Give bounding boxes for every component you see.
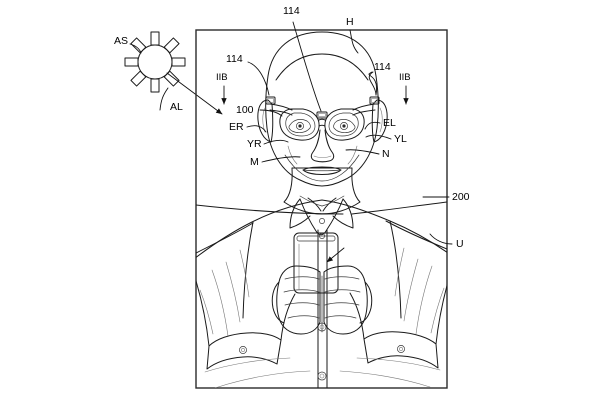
label-el: EL (383, 117, 396, 129)
label-as: AS (114, 35, 128, 47)
sensor-hinge-right (265, 96, 276, 105)
hand-left (323, 265, 373, 335)
leader-lines (246, 21, 453, 245)
label-h: H (346, 16, 354, 28)
sensor-hinge-left (369, 96, 380, 105)
head (265, 31, 379, 187)
torso-shirt (196, 197, 447, 388)
hand-right (271, 265, 321, 335)
label-al: AL (170, 101, 183, 113)
sensor-bridge-center (316, 111, 328, 119)
user-figure (196, 31, 447, 388)
label-er: ER (229, 121, 244, 133)
eyewear-device (265, 96, 380, 141)
eye-left (333, 119, 356, 134)
label-iib-left: IIB (216, 72, 228, 83)
label-u: U (456, 238, 464, 250)
label-100: 100 (236, 104, 254, 116)
label-114-right: 114 (374, 61, 391, 73)
arms-and-hands (271, 232, 373, 341)
sun-icon (124, 31, 186, 93)
label-leader-as (129, 43, 142, 54)
label-m: M (250, 156, 259, 168)
label-iib-right: IIB (399, 72, 411, 83)
label-200: 200 (452, 191, 470, 203)
eye-right (288, 119, 311, 134)
nose (310, 129, 335, 163)
label-yl: YL (394, 133, 407, 145)
handheld-device (293, 232, 345, 294)
label-114-top: 114 (283, 5, 300, 17)
label-n: N (382, 148, 390, 160)
label-yr: YR (247, 138, 262, 150)
shirt-buttons (317, 322, 327, 381)
label-114-left: 114 (226, 53, 243, 65)
neck (283, 167, 361, 215)
mouth (302, 166, 342, 175)
scene-border (195, 29, 448, 389)
ambient-light-ray-arrow (159, 72, 223, 115)
